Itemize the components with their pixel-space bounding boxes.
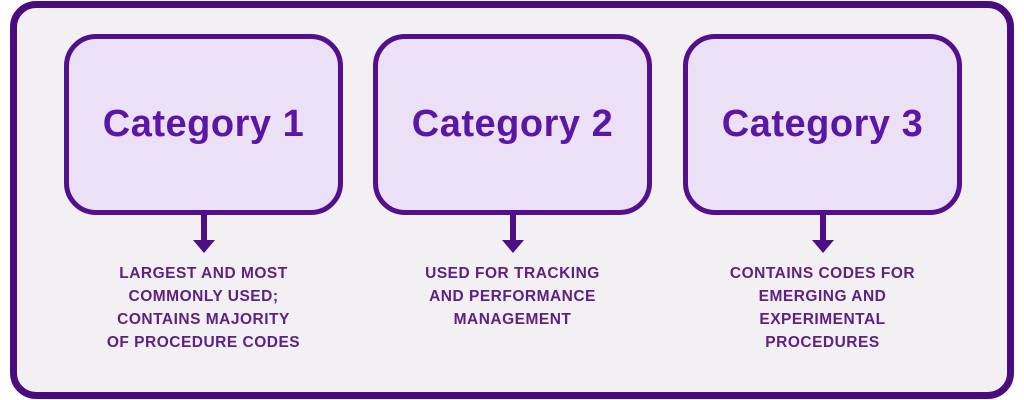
category-1-description: LARGEST AND MOST COMMONLY USED; CONTAINS… bbox=[106, 265, 301, 351]
category-1-title: Category 1 bbox=[102, 103, 305, 145]
arrow-down-icon bbox=[501, 215, 524, 253]
category-1-column: Category 1 LARGEST AND MOST COMMONLY USE… bbox=[64, 34, 343, 354]
arrow-head bbox=[811, 240, 834, 253]
arrow-down-icon bbox=[192, 215, 215, 253]
category-3-title: Category 3 bbox=[721, 103, 924, 145]
category-3-column: Category 3 CONTAINS CODES FOR EMERGING A… bbox=[683, 34, 962, 354]
arrow-head bbox=[501, 240, 524, 253]
category-2-column: Category 2 USED FOR TRACKING AND PERFORM… bbox=[373, 34, 652, 331]
arrow-head bbox=[192, 240, 215, 253]
category-2-card: Category 2 bbox=[373, 34, 652, 215]
category-3-description: CONTAINS CODES FOR EMERGING AND EXPERIME… bbox=[729, 265, 916, 351]
arrow-stem bbox=[200, 215, 207, 240]
arrow-stem bbox=[509, 215, 516, 240]
category-1-card: Category 1 bbox=[64, 34, 343, 215]
category-2-title: Category 2 bbox=[411, 103, 614, 145]
category-2-description: USED FOR TRACKING AND PERFORMANCE MANAGE… bbox=[425, 265, 600, 328]
arrow-down-icon bbox=[811, 215, 834, 253]
category-3-card: Category 3 bbox=[683, 34, 962, 215]
arrow-stem bbox=[819, 215, 826, 240]
